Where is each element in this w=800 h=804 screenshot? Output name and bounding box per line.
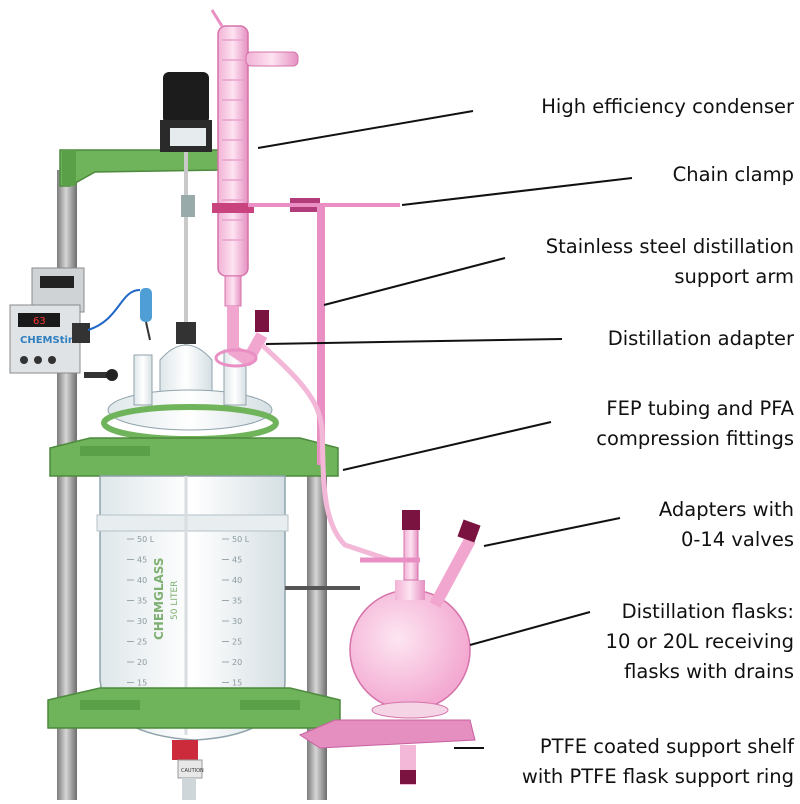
callout-fep-tubing: FEP tubing and PFA compression fittings (596, 394, 794, 454)
leader-valve-adapters (483, 517, 621, 547)
scale-mark-label: 25 (232, 638, 242, 647)
callout-text: Distillation adapter (607, 327, 794, 350)
receiving-flask (349, 510, 481, 785)
display-readout: 63 (33, 316, 46, 327)
ptfe-support-shelf (298, 719, 476, 749)
callout-text: with PTFE flask support ring (521, 765, 794, 788)
callout-text: compression fittings (596, 427, 794, 450)
stirrer-brand-text: CHEMStir (20, 335, 73, 346)
callout-text: flasks with drains (624, 660, 794, 683)
leader-fep-tubing (342, 421, 552, 471)
vessel-capacity-text: 50 LITER (170, 581, 180, 620)
callout-valve-adapters: Adapters with 0-14 valves (659, 495, 794, 555)
scale-mark-label: 35 (232, 597, 242, 606)
leader-receiving-flasks (469, 611, 591, 646)
callout-condenser: High efficiency condenser (541, 92, 794, 122)
valve-tag-text: CAUTION (181, 768, 204, 774)
callout-text: Chain clamp (672, 163, 794, 186)
leader-distillation-adapter (265, 338, 563, 345)
scale-mark-label: 35 (137, 597, 147, 606)
callout-text: Stainless steel distillation (545, 235, 794, 258)
callout-receiving-flasks: Distillation flasks: 10 or 20L receiving… (606, 597, 794, 687)
lower-frame-shelf (47, 687, 341, 729)
distillation-adapter (214, 306, 269, 368)
callout-text: 0-14 valves (680, 528, 794, 551)
temperature-controller: 63 CHEMStir (9, 267, 152, 381)
callout-text: 10 or 20L receiving (605, 630, 794, 653)
vessel-brand-text: CHEMGLASS (152, 557, 166, 640)
fep-tubing (260, 343, 391, 563)
reactor-vessel: CHEMGLASS 50 LITER 50 L45403530252015105… (96, 475, 289, 741)
scale-mark-label: 25 (137, 638, 147, 647)
callout-text: FEP tubing and PFA (606, 397, 794, 420)
callout-text: support arm (674, 265, 794, 288)
scale-mark-label: 30 (137, 617, 147, 626)
leader-support-arm (323, 257, 506, 306)
scale-mark-label: 30 (232, 617, 242, 626)
callout-distillation-adapter: Distillation adapter (608, 324, 794, 354)
scale-mark-label: 50 L (232, 535, 250, 544)
callout-chain-clamp: Chain clamp (673, 160, 794, 190)
callout-text: PTFE coated support shelf (539, 735, 794, 758)
support-arm-rod (317, 205, 325, 465)
scale-mark-label: 45 (232, 556, 242, 565)
callout-support-arm: Stainless steel distillation support arm (546, 232, 794, 292)
callout-support-shelf: PTFE coated support shelf with PTFE flas… (522, 732, 794, 792)
reactor-lid (101, 322, 279, 442)
scale-mark-label: 40 (232, 576, 242, 585)
bottom-drain-valve: CAUTION (172, 740, 204, 800)
scale-mark-label: 15 (232, 679, 242, 688)
callout-text: Distillation flasks: (621, 600, 794, 623)
upper-frame-shelf (49, 437, 339, 477)
motor-support-arm (59, 149, 223, 187)
scale-mark-label: 15 (137, 679, 147, 688)
scale-mark-label: 50 L (137, 535, 155, 544)
scale-mark-label: 20 (232, 658, 242, 667)
high-efficiency-condenser (210, 9, 299, 307)
scale-mark-label: 40 (137, 576, 147, 585)
scale-mark-label: 20 (137, 658, 147, 667)
callout-text: Adapters with (658, 498, 794, 521)
leader-chain-clamp (401, 177, 633, 206)
leader-condenser (257, 110, 474, 149)
callout-leader-lines (257, 110, 633, 749)
stirrer-motor (160, 72, 212, 400)
callout-text: High efficiency condenser (541, 95, 794, 118)
scale-mark-label: 45 (137, 556, 147, 565)
